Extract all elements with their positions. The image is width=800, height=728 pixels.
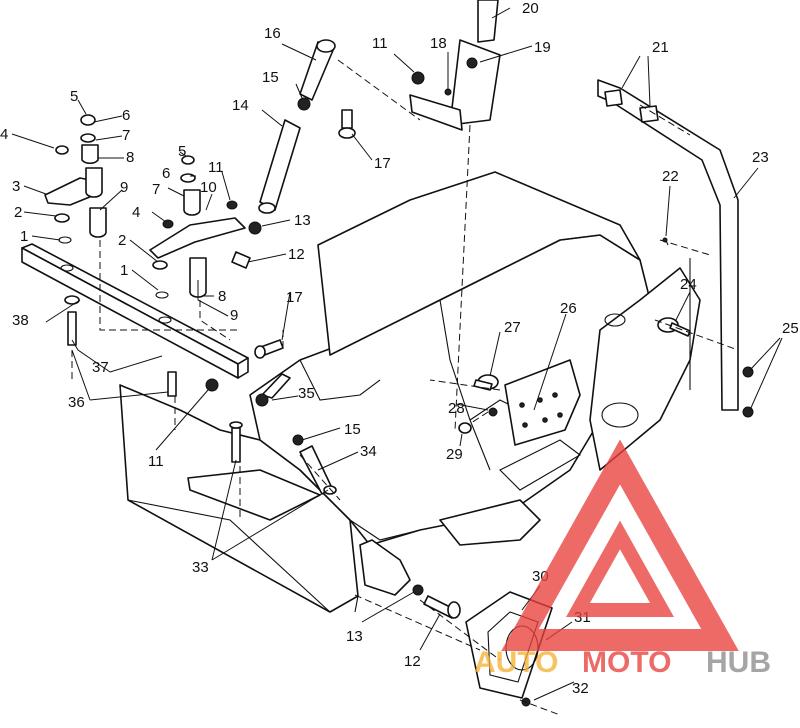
callout-18: 18: [430, 35, 447, 52]
leader-lines: [11, 7, 783, 701]
callout-12a: 12: [288, 246, 305, 263]
callout-13b: 13: [346, 628, 363, 645]
watermark-text-moto: MOTO: [582, 646, 671, 679]
callout-8: 8: [126, 149, 134, 166]
fasteners-28-29: [458, 407, 498, 434]
callout-19: 19: [534, 39, 551, 56]
chassis-frame: [119, 171, 701, 613]
lower-bolts: [64, 295, 337, 495]
assembly-lines: [71, 59, 739, 716]
callout-11c: 11: [148, 453, 164, 470]
callout-25: 25: [782, 320, 799, 337]
callout-17b: 17: [286, 289, 303, 306]
callout-7: 7: [122, 127, 130, 144]
callout-36: 36: [68, 394, 85, 411]
callout-5b: 5: [178, 143, 186, 160]
callout-11b: 11: [372, 35, 388, 52]
callout-16: 16: [264, 25, 281, 42]
callout-29: 29: [446, 446, 463, 463]
callout-15b: 15: [344, 421, 361, 438]
callout-13a: 13: [294, 212, 311, 229]
callout-3: 3: [12, 178, 20, 195]
callout-9b: 9: [230, 307, 238, 324]
callout-22: 22: [662, 168, 679, 185]
callout-2b: 2: [118, 232, 126, 249]
callout-37: 37: [92, 359, 109, 376]
watermark-text-hub: HUB: [706, 646, 771, 679]
callout-4b: 4: [132, 204, 140, 221]
tie-rod-assembly: [258, 39, 356, 214]
bolt-27: [473, 374, 499, 391]
callout-6: 6: [122, 107, 130, 124]
steering-column-bracket: [409, 0, 501, 131]
callout-33: 33: [192, 559, 209, 576]
callout-38: 38: [12, 312, 29, 329]
left-pivot-assembly: [21, 114, 249, 379]
callout-1b: 1: [120, 262, 128, 279]
bumper-bar: [597, 79, 754, 418]
callout-27: 27: [504, 319, 521, 336]
callout-24: 24: [680, 276, 697, 293]
callout-28: 28: [448, 400, 465, 417]
callout-11a: 11: [208, 159, 224, 176]
callout-14: 14: [232, 97, 249, 114]
callout-4: 4: [0, 126, 8, 143]
callout-20: 20: [522, 0, 539, 17]
callout-12b: 12: [404, 653, 421, 670]
callout-26: 26: [560, 300, 577, 317]
callout-17a: 17: [374, 155, 391, 172]
callout-15a: 15: [262, 69, 279, 86]
callout-21: 21: [652, 39, 669, 56]
callout-35: 35: [298, 385, 315, 402]
callout-2: 2: [14, 204, 22, 221]
callout-6b: 6: [162, 165, 170, 182]
callout-7b: 7: [152, 181, 160, 198]
callout-labels: 1 2 3 4 5 6 7 8 9 5 6 7 10 11 4 13 12 2 …: [0, 0, 799, 697]
watermark-text-auto: AUTO: [474, 646, 558, 679]
callout-23: 23: [752, 149, 769, 166]
callout-34: 34: [360, 443, 377, 460]
callout-32: 32: [572, 680, 589, 697]
callout-9: 9: [120, 179, 128, 196]
watermark-logo: AUTO MOTO HUB: [474, 439, 771, 679]
callout-1: 1: [20, 228, 28, 245]
callout-8b: 8: [218, 288, 226, 305]
callout-10: 10: [200, 179, 217, 196]
callout-5: 5: [70, 88, 78, 105]
side-bracket-plate: [504, 359, 581, 446]
